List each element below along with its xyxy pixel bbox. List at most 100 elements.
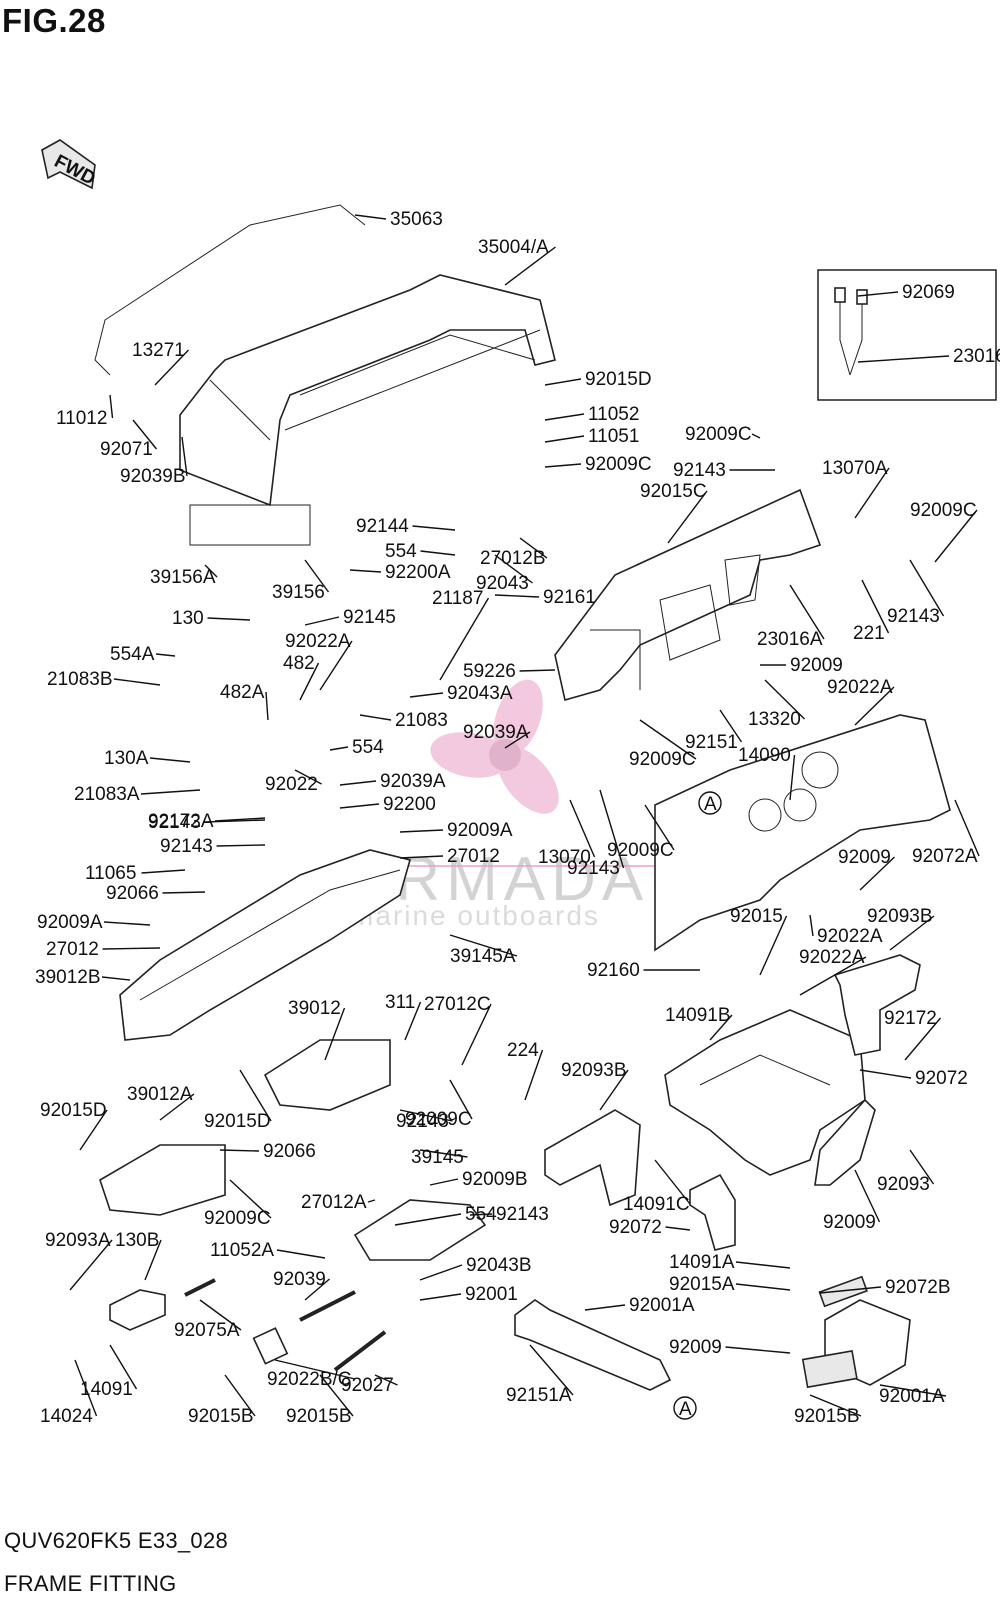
leader-line bbox=[954, 799, 980, 857]
leader-line bbox=[224, 1374, 256, 1417]
leader-line bbox=[367, 1199, 376, 1203]
leader-line bbox=[569, 799, 596, 858]
part-number-label: 13070 bbox=[538, 847, 591, 868]
part-number-label: 11052A bbox=[210, 1240, 274, 1261]
section-name: FRAME FITTING bbox=[4, 1571, 177, 1596]
leader-line bbox=[132, 419, 158, 450]
part-number-label: 554A bbox=[110, 644, 155, 665]
part-callout: 92009 bbox=[823, 1169, 881, 1233]
bolt-92001-part bbox=[299, 1290, 356, 1322]
part-callout: 92066 bbox=[219, 1141, 316, 1162]
bracket-mid-part bbox=[544, 1109, 641, 1207]
part-number-label: 14091C bbox=[623, 1194, 690, 1215]
part-number-label: 92043A bbox=[447, 683, 513, 704]
part-number-label: 21083 bbox=[395, 710, 448, 731]
part-callout: 27012A bbox=[301, 1192, 376, 1213]
leader-line bbox=[155, 653, 176, 657]
leader-line bbox=[665, 1226, 691, 1231]
leader-line bbox=[304, 616, 340, 626]
part-number-label: 92015D bbox=[585, 369, 652, 390]
part-number-label: 13320 bbox=[748, 709, 801, 730]
skid-plate-part bbox=[514, 1299, 672, 1391]
part-number-label: 92009C bbox=[204, 1208, 271, 1229]
part-number-label: 92143 bbox=[673, 460, 726, 481]
part-callout: 92093A bbox=[45, 1230, 113, 1291]
hinge-part bbox=[109, 1289, 166, 1331]
part-callout: 92022A bbox=[827, 677, 895, 726]
part-number-label: 92022 bbox=[265, 774, 318, 795]
part-number-label: 14091A bbox=[669, 1252, 735, 1273]
leader-line bbox=[544, 378, 582, 386]
leader-line bbox=[109, 394, 114, 419]
part-number-label: 92043B bbox=[466, 1255, 532, 1276]
part-callout: 27012 bbox=[46, 939, 161, 960]
leader-line bbox=[751, 433, 761, 439]
part-number-label: 11065 bbox=[85, 863, 136, 884]
leader-line bbox=[404, 1001, 422, 1041]
part-callout: 39156A bbox=[150, 564, 218, 588]
part-number-label: 92072B bbox=[885, 1277, 951, 1298]
part-number-label: 35063 bbox=[390, 209, 443, 230]
part-number-label: 92143 bbox=[887, 606, 940, 627]
leader-line bbox=[449, 934, 518, 957]
watermark-tagline: marine outboards bbox=[350, 900, 600, 931]
part-callout: 39156 bbox=[272, 559, 330, 603]
part-number-label: 92015D bbox=[204, 1111, 271, 1132]
part-callout: 92043A bbox=[409, 683, 513, 704]
part-callout: 92009 bbox=[760, 655, 843, 676]
leader-line bbox=[349, 569, 382, 573]
part-callout: 92039 bbox=[273, 1269, 330, 1301]
part-callout: 92072B bbox=[819, 1277, 951, 1298]
svg-text:A: A bbox=[704, 794, 717, 815]
part-number-label: 92009C bbox=[685, 424, 752, 445]
part-callout: 21083 bbox=[359, 710, 448, 731]
bolt-92001a-upper-part bbox=[184, 1278, 216, 1297]
part-callout: 21187 bbox=[432, 588, 490, 681]
part-number-label: 92022A bbox=[285, 631, 351, 652]
part-number-label: 92039A bbox=[380, 771, 446, 792]
part-callout: 92009B bbox=[429, 1169, 528, 1190]
part-number-label: 13070A bbox=[822, 458, 888, 479]
leader-line bbox=[789, 754, 796, 801]
part-number-label: 27012A bbox=[301, 1192, 367, 1213]
leader-line bbox=[113, 678, 161, 686]
part-callout: 92009C bbox=[607, 804, 675, 861]
part-number-label: 14024 bbox=[40, 1406, 93, 1427]
part-number-label: 27012C bbox=[424, 994, 491, 1015]
part-callout: 92200A bbox=[349, 562, 451, 583]
leader-line bbox=[469, 1213, 493, 1216]
part-callout: 92143 bbox=[396, 1109, 453, 1132]
leader-line bbox=[859, 1069, 912, 1079]
part-callout: 92043B bbox=[419, 1255, 532, 1281]
front-panel-part bbox=[654, 714, 951, 952]
part-number-label: 554 bbox=[385, 541, 417, 562]
part-callout: 39012B bbox=[35, 967, 131, 988]
part-callout: 92015D bbox=[204, 1069, 272, 1132]
part-callout: 92009C bbox=[544, 454, 652, 475]
part-number-label: 92001A bbox=[879, 1386, 945, 1407]
part-callout: 92200 bbox=[339, 794, 436, 815]
glove-frame-lower-part bbox=[99, 1144, 226, 1216]
leader-line bbox=[207, 617, 251, 621]
part-number-label: 92039A bbox=[463, 722, 529, 743]
part-number-label: 39145A bbox=[450, 946, 516, 967]
part-callout: 21083B bbox=[47, 669, 161, 690]
part-number-label: 92143 bbox=[160, 836, 213, 857]
leader-line bbox=[639, 719, 697, 760]
part-callout: 92009 bbox=[669, 1337, 791, 1358]
part-callout: 554 bbox=[385, 541, 456, 562]
leader-line bbox=[519, 669, 556, 672]
model-code: QUV620FK5 E33_028 bbox=[4, 1528, 229, 1553]
leader-line bbox=[101, 976, 131, 981]
leader-line bbox=[409, 692, 444, 698]
leader-line bbox=[103, 921, 151, 926]
part-number-label: 92151A bbox=[506, 1385, 572, 1406]
part-callout: 92015C bbox=[640, 481, 708, 544]
battery-part bbox=[801, 1275, 911, 1389]
leader-line bbox=[799, 956, 867, 996]
part-number-label: 92143 bbox=[567, 858, 620, 879]
part-callout: 311 bbox=[385, 992, 422, 1041]
part-number-label: 92009C bbox=[607, 840, 674, 861]
part-number-label: 92093B bbox=[867, 906, 933, 927]
